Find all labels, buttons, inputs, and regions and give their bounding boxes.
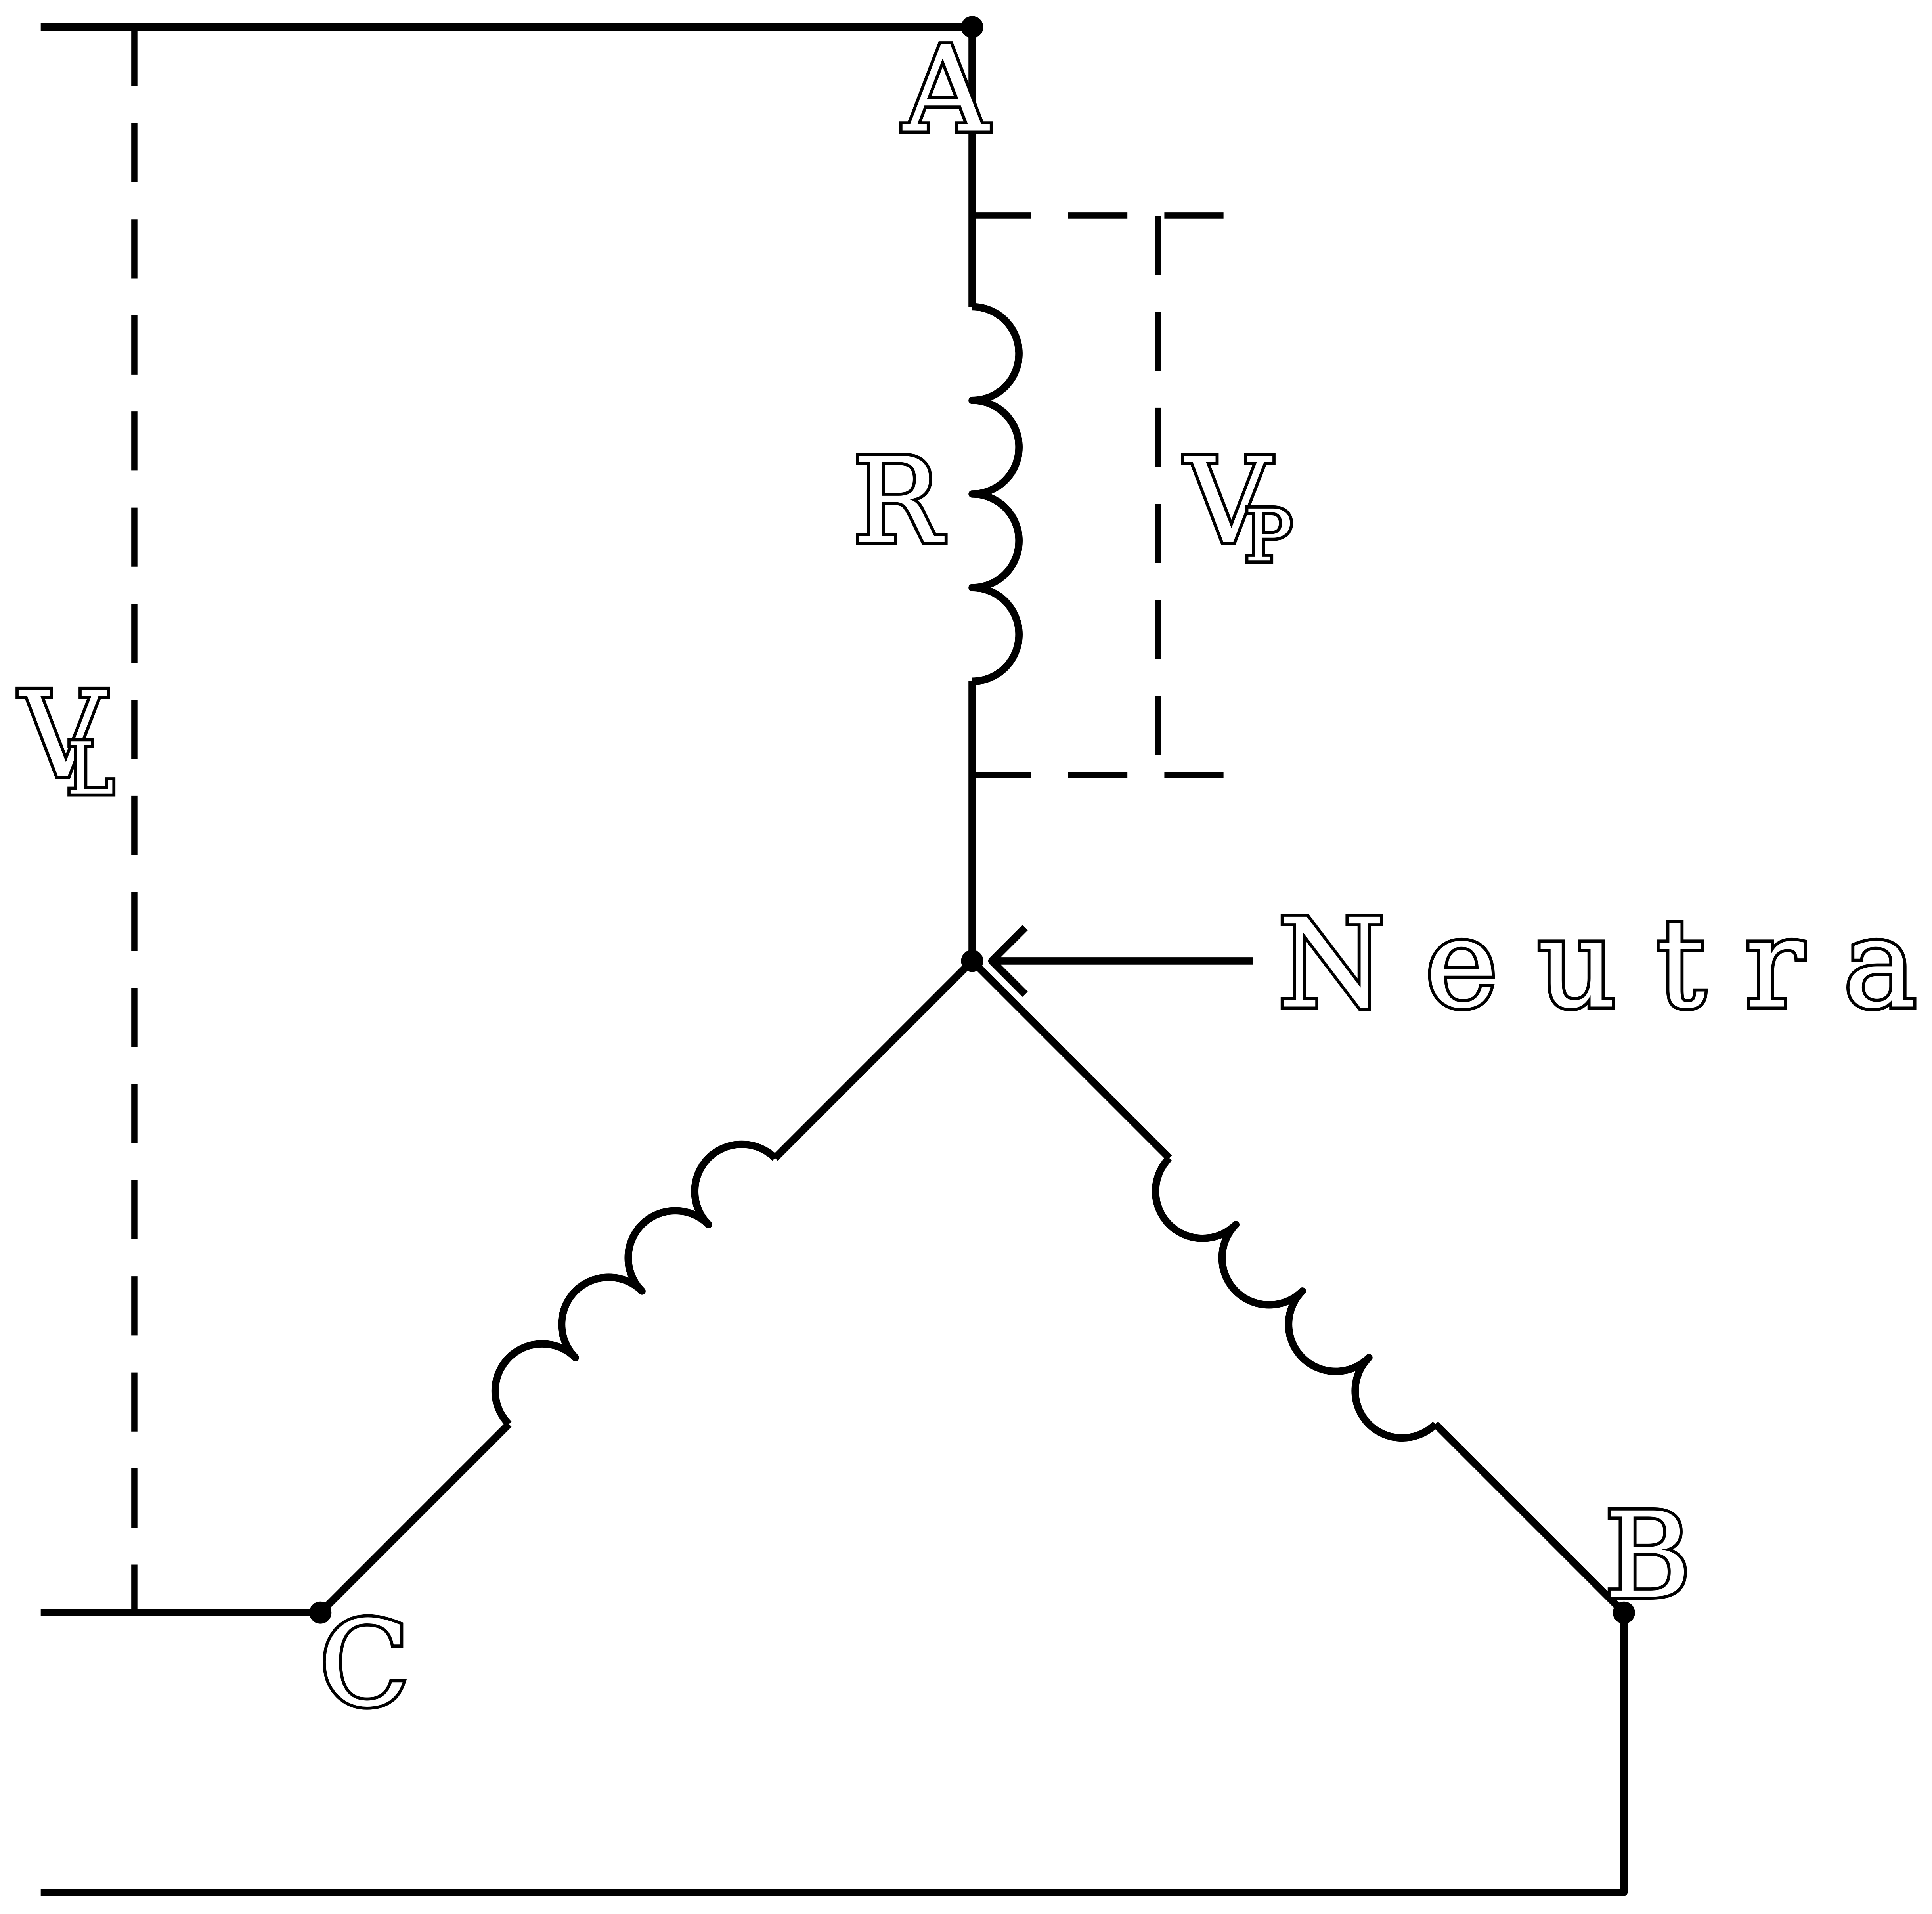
terminal-b-dot <box>1613 1601 1635 1624</box>
phase-voltage-label: V <box>1184 433 1274 570</box>
terminal-c-dot <box>309 1601 332 1624</box>
phase-b-coil <box>1152 1155 1438 1442</box>
terminal-a-dot <box>961 16 983 38</box>
phase-c-lead <box>772 958 975 1161</box>
phase-c-coil <box>491 1140 778 1427</box>
phase-b-lead <box>969 958 1172 1161</box>
neutral-arrow <box>988 925 1253 997</box>
line-voltage-label: V <box>18 667 108 804</box>
neutral-point-dot <box>961 950 983 972</box>
node-c-label: C <box>319 1596 409 1733</box>
line-b-conductor <box>40 1612 1628 1896</box>
line-voltage-subscript: L <box>67 727 114 811</box>
node-a-label: A <box>901 21 990 159</box>
phase-c-lead-lower <box>318 1421 512 1616</box>
node-b-label: B <box>1604 1487 1691 1625</box>
phase-a-coil <box>968 303 1023 685</box>
phase-b-lead-lower <box>1433 1421 1627 1616</box>
phase-voltage-subscript: P <box>1244 494 1292 577</box>
winding-label: R <box>853 433 945 570</box>
neutral-label: Neutral <box>1278 892 1932 1036</box>
